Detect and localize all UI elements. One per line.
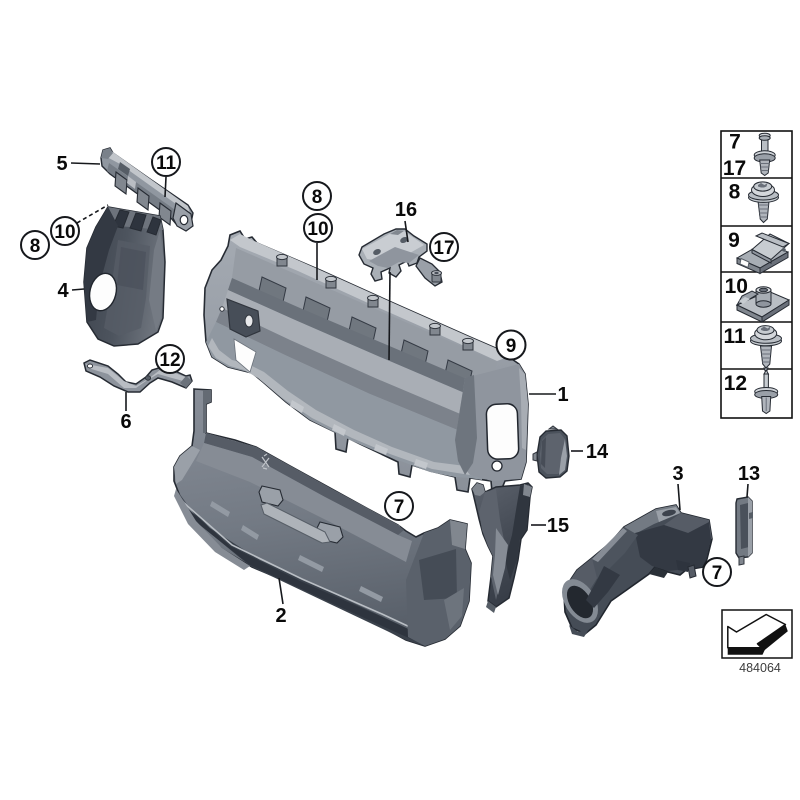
svg-text:10: 10 <box>54 222 75 243</box>
svg-text:10: 10 <box>307 219 328 240</box>
svg-text:17: 17 <box>723 157 746 180</box>
svg-text:13: 13 <box>738 463 760 485</box>
svg-text:484064: 484064 <box>739 661 781 675</box>
svg-text:12: 12 <box>724 372 747 395</box>
svg-text:2: 2 <box>275 605 286 627</box>
svg-text:3: 3 <box>672 463 683 485</box>
svg-text:11: 11 <box>723 325 746 348</box>
svg-text:14: 14 <box>586 441 609 463</box>
svg-text:8: 8 <box>312 187 323 208</box>
svg-text:15: 15 <box>547 515 569 537</box>
svg-text:10: 10 <box>725 275 748 298</box>
svg-text:17: 17 <box>433 238 454 259</box>
svg-text:5: 5 <box>56 153 67 175</box>
svg-text:16: 16 <box>395 199 417 221</box>
svg-text:12: 12 <box>159 350 180 371</box>
svg-text:4: 4 <box>57 280 69 302</box>
svg-text:8: 8 <box>729 181 741 204</box>
svg-text:7: 7 <box>712 563 723 584</box>
svg-text:11: 11 <box>156 153 177 174</box>
svg-text:7: 7 <box>729 131 741 154</box>
svg-text:9: 9 <box>506 336 517 357</box>
svg-text:9: 9 <box>728 229 740 252</box>
svg-text:8: 8 <box>30 236 41 257</box>
svg-text:6: 6 <box>120 411 131 433</box>
svg-text:7: 7 <box>394 497 405 518</box>
svg-text:1: 1 <box>557 384 568 406</box>
